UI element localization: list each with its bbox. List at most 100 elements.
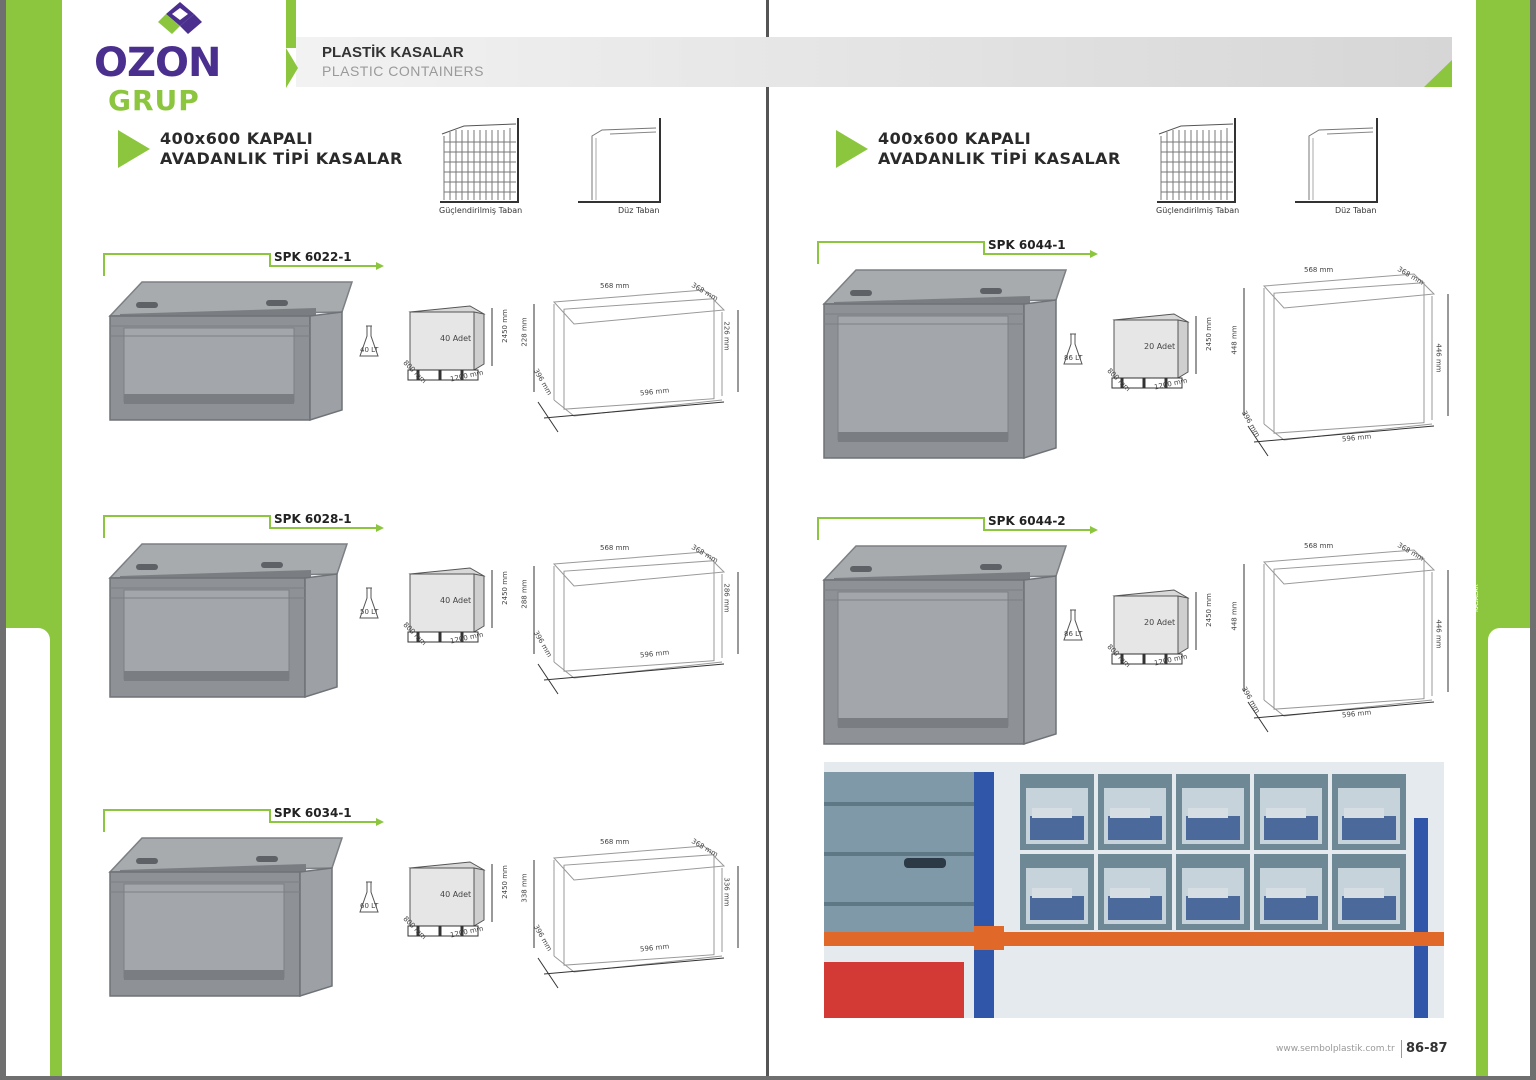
open-bin [1098, 854, 1172, 930]
crate-image [106, 542, 357, 748]
right-green-notch [1488, 628, 1530, 1076]
flask-icon [1063, 609, 1083, 641]
pallet-height: 2450 mm [500, 865, 509, 899]
pallet-stack-icon [1111, 313, 1197, 389]
crate-image [106, 836, 352, 1047]
pallet-stack-icon [407, 567, 493, 643]
pallet-qty: 40 Adet [440, 596, 472, 605]
flat-base-icon [1295, 118, 1378, 203]
height-left: 288 mm [520, 579, 529, 609]
code-bracket [817, 517, 1098, 540]
page-spine [766, 0, 769, 1076]
side-tab-line1: PLASTİK [1465, 587, 1472, 612]
pallet-height: 2450 mm [1204, 317, 1213, 351]
code-bracket [817, 241, 1098, 264]
flat-base-label: Düz Taban [618, 206, 660, 215]
product-block: SPK 6022-1 40 LT 40 Adet 2450 mm 1200 mm… [100, 248, 740, 448]
product-code: SPK 6034-1 [274, 806, 352, 820]
dimension-drawing [533, 551, 739, 695]
base-icons-left: Güçlendirilmiş Taban Düz Taban [436, 114, 676, 220]
height-left: 338 mm [520, 873, 529, 903]
reinforced-base-label: Güçlendirilmiş Taban [1156, 206, 1240, 215]
logo: OZON GRUP [68, 0, 274, 118]
open-bin [1098, 774, 1172, 850]
open-bin [1332, 774, 1406, 850]
footer-divider [1401, 1040, 1402, 1058]
logo-sub: GRUP [108, 84, 200, 117]
header-title: PLASTİK KASALAR [322, 44, 464, 61]
section-title-line2: AVADANLIK TİPİ KASALAR [160, 149, 403, 168]
pallet-stack-icon [1111, 589, 1197, 665]
height-right: 226 mm [722, 321, 731, 351]
open-bin [1020, 774, 1094, 850]
volume-label: 86 LT [1064, 354, 1083, 362]
section-arrow-icon [118, 130, 150, 168]
pallet-qty: 40 Adet [440, 334, 472, 343]
footer-page-numbers: 86-87 [1406, 1041, 1448, 1056]
height-left: 228 mm [520, 317, 529, 347]
section-arrow-icon [836, 130, 868, 168]
pallet-qty: 20 Adet [1144, 618, 1176, 627]
side-tab: PLASTİK KASALAR [1463, 584, 1513, 620]
reinforced-base-icon [1157, 118, 1236, 203]
section-title-right: 400x600 KAPALI AVADANLIK TİPİ KASALAR [878, 129, 1121, 169]
header-subtitle: PLASTIC CONTAINERS [322, 63, 484, 79]
volume-label: 50 LT [360, 608, 379, 616]
reinforced-base-label: Güçlendirilmiş Taban [439, 206, 523, 215]
crate-image [820, 544, 1076, 795]
product-block: SPK 6044-2 86 LT 20 Adet 2450 mm 1200 mm… [814, 512, 1454, 752]
warehouse-photo [824, 762, 1444, 1018]
logo-icon [158, 2, 202, 34]
crate-image [820, 268, 1076, 509]
pallet-height: 2450 mm [1204, 593, 1213, 627]
flat-base-icon [578, 118, 661, 203]
volume-label: 60 LT [360, 902, 379, 910]
code-bracket [103, 253, 384, 276]
crate-image [106, 280, 362, 471]
top-width: 568 mm [600, 282, 630, 290]
pallet-qty: 40 Adet [440, 890, 472, 899]
footer-url[interactable]: www.sembolplastik.com.tr [1276, 1044, 1395, 1054]
left-green-notch [6, 628, 50, 1076]
section-title-line1: 400x600 KAPALI [160, 129, 314, 148]
volume-label: 40 LT [360, 346, 379, 354]
dimension-drawing-wrap [1234, 542, 1454, 757]
pallet-stack [400, 856, 510, 961]
top-width: 568 mm [1304, 542, 1334, 550]
height-left: 448 mm [1230, 325, 1239, 355]
product-code: SPK 6028-1 [274, 512, 352, 526]
pallet-stack [400, 562, 510, 667]
side-tab-line2: KASALAR [1473, 584, 1480, 612]
header-band [296, 37, 1452, 87]
product-code: SPK 6044-1 [988, 238, 1066, 252]
top-width: 568 mm [600, 838, 630, 846]
pallet-stack [400, 300, 510, 405]
dimension-drawing-wrap [1234, 266, 1454, 481]
pallet-stack [1104, 308, 1214, 413]
volume-label: 86 LT [1064, 630, 1083, 638]
height-left: 448 mm [1230, 601, 1239, 631]
base-icons-right: Güçlendirilmiş Taban Düz Taban [1153, 114, 1393, 220]
dimension-drawing [533, 289, 739, 433]
code-bracket [103, 515, 384, 538]
height-right: 336 mm [722, 877, 731, 907]
flat-base-label: Düz Taban [1335, 206, 1377, 215]
open-bin [1176, 854, 1250, 930]
dimension-drawing [533, 845, 739, 989]
pallet-height: 2450 mm [500, 571, 509, 605]
section-title-line2: AVADANLIK TİPİ KASALAR [878, 149, 1121, 168]
open-bin [1254, 854, 1328, 930]
product-code: SPK 6044-2 [988, 514, 1066, 528]
header-band-corner [1424, 60, 1452, 87]
flask-icon [1063, 333, 1083, 365]
product-block: SPK 6028-1 50 LT 40 Adet 2450 mm 1200 mm… [100, 510, 740, 710]
height-right: 446 mm [1434, 619, 1443, 649]
dimension-drawing-wrap [524, 282, 744, 457]
dimension-drawing-wrap [524, 544, 744, 719]
section-title-left: 400x600 KAPALI AVADANLIK TİPİ KASALAR [160, 129, 403, 169]
height-right: 286 mm [722, 583, 731, 613]
open-bin [1020, 854, 1094, 930]
flask-icon [359, 881, 379, 913]
top-width: 568 mm [1304, 266, 1334, 274]
open-bin [1332, 854, 1406, 930]
